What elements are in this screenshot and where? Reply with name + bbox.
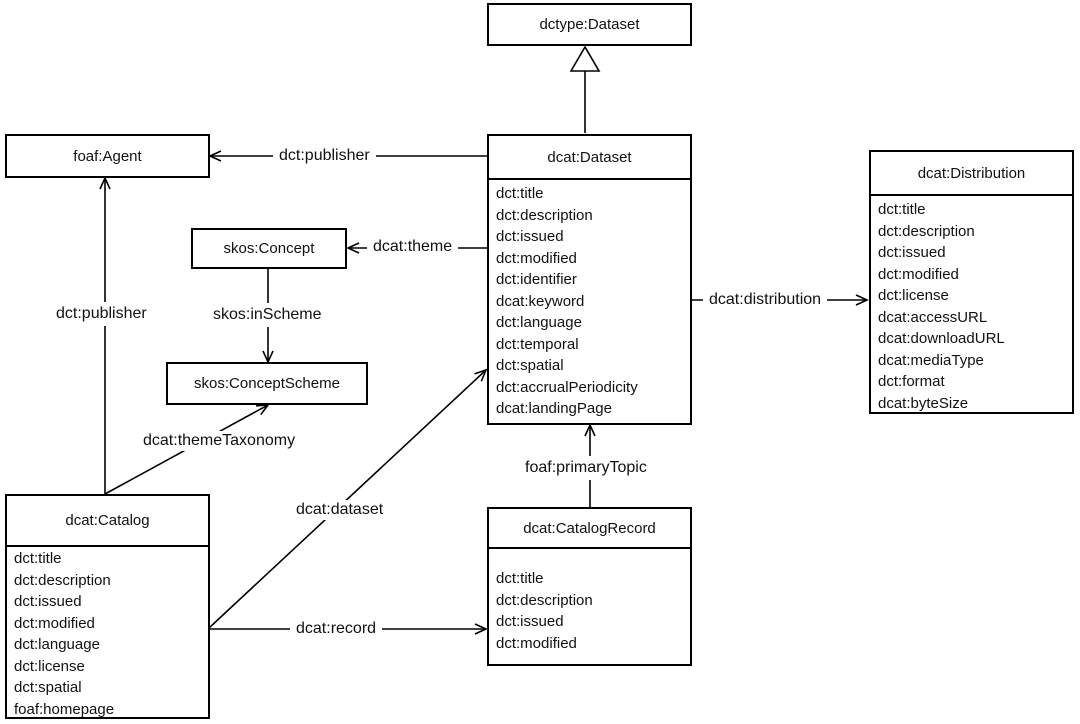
class-skos-conceptscheme: skos:ConceptScheme bbox=[166, 362, 368, 405]
attribute: dct:modified bbox=[878, 265, 959, 283]
attribute: dct:issued bbox=[14, 593, 82, 610]
label-dataset: dcat:dataset bbox=[292, 500, 388, 520]
class-dcat-distribution: dcat:Distribution dct:title dct:descript… bbox=[869, 150, 1074, 414]
attribute: dct:description bbox=[496, 591, 593, 609]
class-title: skos:ConceptScheme bbox=[194, 375, 340, 392]
attribute: dct:issued bbox=[496, 613, 564, 630]
class-title: dcat:CatalogRecord bbox=[523, 519, 656, 537]
attribute: dcat:byteSize bbox=[878, 394, 969, 412]
attribute: dct:identifier bbox=[496, 271, 577, 288]
attribute: dct:description bbox=[14, 571, 111, 589]
label-record: dcat:record bbox=[290, 619, 383, 639]
class-dcat-catalogrecord: dcat:CatalogRecord dct:title dct:descrip… bbox=[487, 507, 692, 666]
attribute: dct:title bbox=[878, 201, 926, 218]
class-foaf-agent: foaf:Agent bbox=[5, 134, 210, 178]
attribute: dcat:landingPage bbox=[496, 400, 612, 417]
class-title: foaf:Agent bbox=[73, 147, 142, 165]
generalization-triangle bbox=[569, 45, 601, 72]
label-theme: dcat:theme bbox=[367, 237, 459, 257]
class-dctype-dataset: dctype:Dataset bbox=[487, 3, 692, 46]
attribute: dct:language bbox=[14, 636, 100, 653]
class-dcat-dataset: dcat:Dataset dct:title dct:description d… bbox=[487, 134, 692, 425]
attribute-list: dct:title dct:description dct:issued dct… bbox=[871, 194, 1072, 414]
label-dataset-publisher: dct:publisher bbox=[273, 146, 376, 166]
attribute-list: dct:title dct:description dct:issued dct… bbox=[489, 178, 690, 420]
attribute: foaf:homepage bbox=[14, 700, 115, 718]
label-distribution: dcat:distribution bbox=[703, 290, 828, 310]
attribute: dct:modified bbox=[496, 249, 577, 267]
class-title: skos:Concept bbox=[223, 240, 315, 257]
attribute: dct:language bbox=[496, 314, 582, 331]
attribute: dct:description bbox=[878, 222, 975, 240]
attribute: dct:spatial bbox=[14, 679, 82, 696]
class-dcat-catalog: dcat:Catalog dct:title dct:description d… bbox=[5, 494, 210, 719]
attribute: dct:license bbox=[14, 657, 85, 675]
attribute-list: dct:title dct:description dct:issued dct… bbox=[7, 545, 208, 720]
attribute: dct:title bbox=[14, 550, 62, 567]
attribute: dcat:keyword bbox=[496, 292, 585, 310]
attribute: dcat:accessURL bbox=[878, 308, 988, 326]
attribute: dcat:downloadURL bbox=[878, 330, 1005, 347]
attribute: dct:spatial bbox=[496, 357, 564, 374]
attribute: dct:issued bbox=[878, 244, 946, 261]
label-in-scheme: skos:inScheme bbox=[209, 303, 326, 327]
attribute: dct:accrualPeriodicity bbox=[496, 378, 638, 396]
attribute: dct:format bbox=[878, 373, 945, 390]
label-primary-topic: foaf:primaryTopic bbox=[521, 456, 651, 480]
attribute: dct:issued bbox=[496, 228, 564, 245]
class-title: dcat:Distribution bbox=[917, 164, 1026, 182]
edge-dataset bbox=[208, 368, 488, 629]
attribute: dct:title bbox=[496, 185, 544, 202]
attribute: dct:modified bbox=[14, 614, 95, 632]
class-title: dcat:Dataset bbox=[547, 148, 632, 166]
attribute: dct:description bbox=[496, 206, 593, 224]
attribute: dct:modified bbox=[496, 634, 577, 652]
label-catalog-publisher: dct:publisher bbox=[52, 302, 151, 326]
attribute: dct:temporal bbox=[496, 335, 579, 353]
attribute: dcat:mediaType bbox=[878, 351, 984, 369]
attribute: dct:title bbox=[496, 570, 544, 587]
class-skos-concept: skos:Concept bbox=[191, 228, 347, 269]
class-title: dctype:Dataset bbox=[539, 16, 640, 33]
attribute: dct:license bbox=[878, 287, 949, 304]
attribute-list: dct:title dct:description dct:issued dct… bbox=[489, 547, 690, 654]
label-theme-taxonomy: dcat:themeTaxonomy bbox=[140, 431, 299, 451]
class-title: dcat:Catalog bbox=[65, 512, 150, 529]
